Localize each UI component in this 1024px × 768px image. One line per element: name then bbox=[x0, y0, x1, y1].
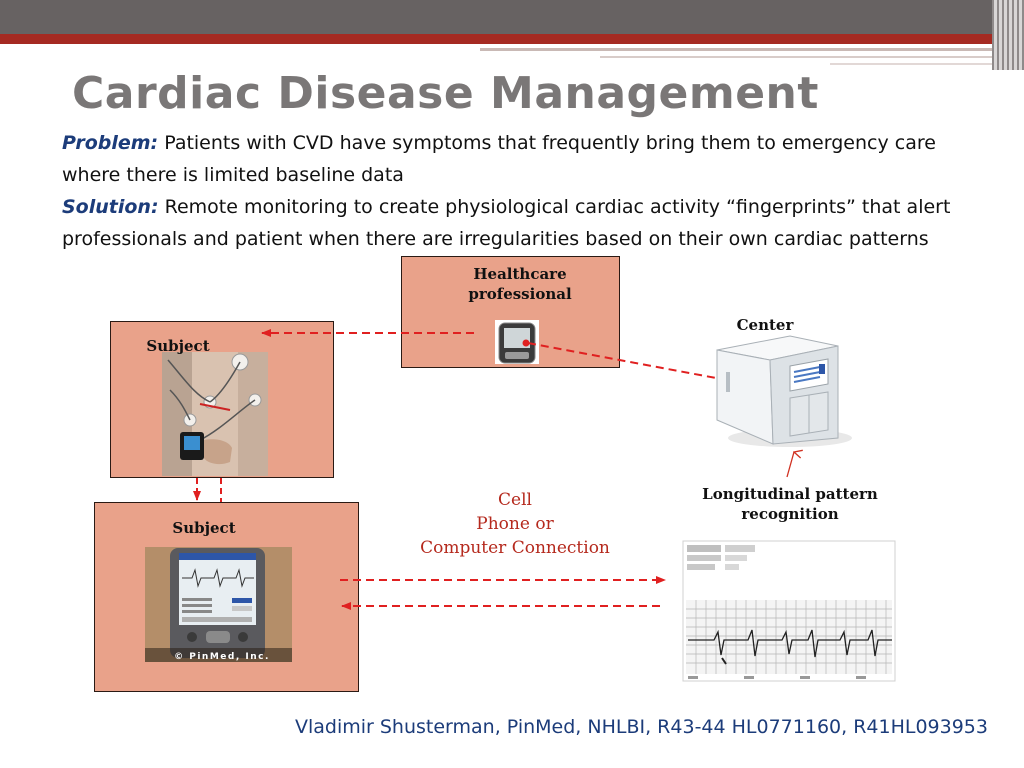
header-accent-line bbox=[600, 56, 1000, 58]
header-accent-line bbox=[480, 48, 1000, 51]
cell-label-line2: Phone or bbox=[476, 514, 554, 534]
header-red-bar bbox=[0, 34, 1000, 44]
line-healthcare-to-center bbox=[527, 342, 717, 379]
longitudinal-label-line1: Longitudinal pattern bbox=[702, 485, 878, 503]
cell-label-line1: Cell bbox=[498, 490, 532, 510]
subject-top-label: Subject bbox=[146, 337, 210, 355]
arrow-pattern-to-center bbox=[786, 452, 794, 478]
pinmed-logo-text: © PinMed, Inc. bbox=[174, 652, 270, 662]
solution-text: Remote monitoring to create physiologica… bbox=[62, 196, 951, 250]
healthcare-label-line1: Healthcare bbox=[473, 265, 567, 283]
slide-body: Problem: Patients with CVD have symptoms… bbox=[62, 127, 972, 255]
subject-bottom-label: Subject bbox=[172, 519, 236, 537]
problem-label: Problem: bbox=[62, 132, 159, 154]
header-gray-bar bbox=[0, 0, 1024, 34]
healthcare-label-line2: professional bbox=[468, 285, 572, 303]
patient-photo bbox=[162, 352, 268, 476]
pinmed-device-photo: © PinMed, Inc. bbox=[145, 547, 292, 662]
header-stripes bbox=[992, 0, 1024, 70]
header-accent-line bbox=[830, 63, 1000, 65]
center-label: Center bbox=[736, 316, 794, 334]
longitudinal-label-line2: recognition bbox=[741, 505, 839, 523]
footer-citation: Vladimir Shusterman, PinMed, NHLBI, R43-… bbox=[294, 716, 988, 738]
problem-text: Patients with CVD have symptoms that fre… bbox=[62, 132, 936, 186]
slide-title: Cardiac Disease Management bbox=[72, 68, 819, 119]
server-icon bbox=[716, 335, 852, 447]
longitudinal-label: Longitudinal pattern recognition bbox=[690, 484, 890, 524]
cell-connection-label: Cell Phone or Computer Connection bbox=[402, 488, 628, 560]
cell-label-line3: Computer Connection bbox=[420, 538, 610, 558]
pda-device-icon bbox=[495, 320, 539, 364]
solution-label: Solution: bbox=[62, 196, 159, 218]
healthcare-box bbox=[401, 256, 620, 368]
healthcare-label: Healthcare professional bbox=[440, 264, 600, 304]
ecg-strip-image bbox=[682, 540, 896, 682]
